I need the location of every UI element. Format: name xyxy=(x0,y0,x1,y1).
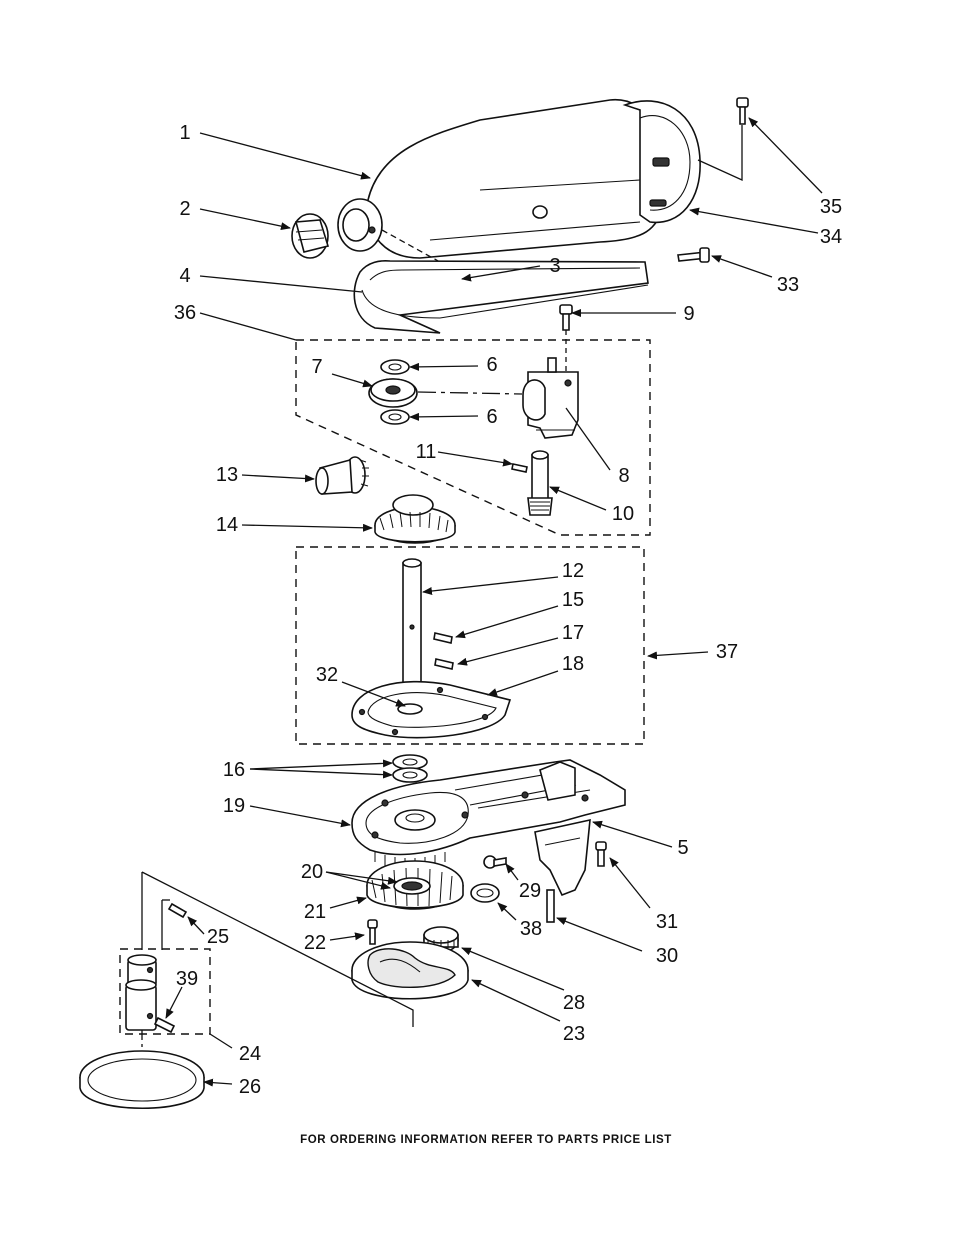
pinion-13 xyxy=(315,456,369,495)
screw-29 xyxy=(483,855,507,869)
callout-3: 3 xyxy=(549,255,560,277)
leader-lines xyxy=(165,117,823,1087)
bracket-8 xyxy=(522,357,579,439)
bevel-gear-14 xyxy=(374,494,456,544)
callout-30: 30 xyxy=(656,945,678,967)
washers-16 xyxy=(392,754,428,783)
callout-24: 24 xyxy=(239,1043,261,1065)
pin-11 xyxy=(511,463,528,473)
screw-31 xyxy=(595,841,607,867)
callout-23: 23 xyxy=(563,1023,585,1045)
callout-36: 36 xyxy=(174,302,196,324)
callout-28: 28 xyxy=(563,992,585,1014)
shaft-12 xyxy=(402,558,422,692)
screw-33 xyxy=(677,247,710,263)
bottom-cover-23 xyxy=(351,941,469,1000)
callout-20: 20 xyxy=(301,861,323,883)
coupling-24 xyxy=(125,954,157,1031)
motor-housing xyxy=(337,99,701,259)
callout-12: 12 xyxy=(562,560,584,582)
washer-6-top xyxy=(380,359,410,375)
callout-14: 14 xyxy=(216,514,238,536)
callout-4: 4 xyxy=(179,265,190,287)
callout-10: 10 xyxy=(612,503,634,525)
washer-6-bottom xyxy=(380,409,410,425)
attachment-hub-cap xyxy=(291,213,330,259)
pin-17 xyxy=(434,658,454,670)
callout-8: 8 xyxy=(618,465,629,487)
worm-shaft-10 xyxy=(527,450,553,516)
callout-22: 22 xyxy=(304,932,326,954)
callout-17: 17 xyxy=(562,622,584,644)
callout-26: 26 xyxy=(239,1076,261,1098)
callout-31: 31 xyxy=(656,911,678,933)
callout-7: 7 xyxy=(311,356,322,378)
gasket-plate-32 xyxy=(351,680,512,739)
callout-1: 1 xyxy=(179,122,190,144)
callout-6b: 6 xyxy=(486,406,497,428)
callout-18: 18 xyxy=(562,653,584,675)
gear-7 xyxy=(368,378,418,408)
callout-39: 39 xyxy=(176,968,198,990)
pin-39 xyxy=(153,1016,176,1034)
callout-19: 19 xyxy=(223,795,245,817)
trim-band xyxy=(353,259,649,334)
callout-6a: 6 xyxy=(486,354,497,376)
callout-16: 16 xyxy=(223,759,245,781)
gear-case-19 xyxy=(351,759,626,897)
callout-labels: 1 2 3 4 5 6 6 7 8 9 10 11 12 13 14 15 16… xyxy=(174,122,842,1098)
callout-29: 29 xyxy=(519,880,541,902)
footer-note: FOR ORDERING INFORMATION REFER TO PARTS … xyxy=(300,1134,672,1146)
screw-22 xyxy=(367,919,378,945)
callout-21: 21 xyxy=(304,901,326,923)
pin-15 xyxy=(433,632,453,644)
screw-9 xyxy=(559,304,573,380)
callout-5: 5 xyxy=(677,837,688,859)
pin-30 xyxy=(546,889,555,923)
planetary-gear-21 xyxy=(366,860,464,910)
callout-34: 34 xyxy=(820,226,842,248)
callout-15: 15 xyxy=(562,589,584,611)
callout-37: 37 xyxy=(716,641,738,663)
callout-13: 13 xyxy=(216,464,238,486)
group-24-line xyxy=(141,871,414,1027)
group-36-outline xyxy=(295,339,651,536)
band-26 xyxy=(79,1050,205,1110)
callout-2: 2 xyxy=(179,198,190,220)
callout-25: 25 xyxy=(207,926,229,948)
lock-washer-38 xyxy=(470,883,500,903)
group-39-outline xyxy=(119,948,211,1035)
group-37-outline xyxy=(295,546,645,745)
callout-35: 35 xyxy=(820,196,842,218)
callout-11: 11 xyxy=(416,441,437,463)
callout-33: 33 xyxy=(777,274,799,296)
callout-38: 38 xyxy=(520,918,542,940)
callout-32: 32 xyxy=(316,664,338,686)
pin-25 xyxy=(167,902,188,919)
screw-35 xyxy=(697,97,749,182)
callout-9: 9 xyxy=(683,303,694,325)
